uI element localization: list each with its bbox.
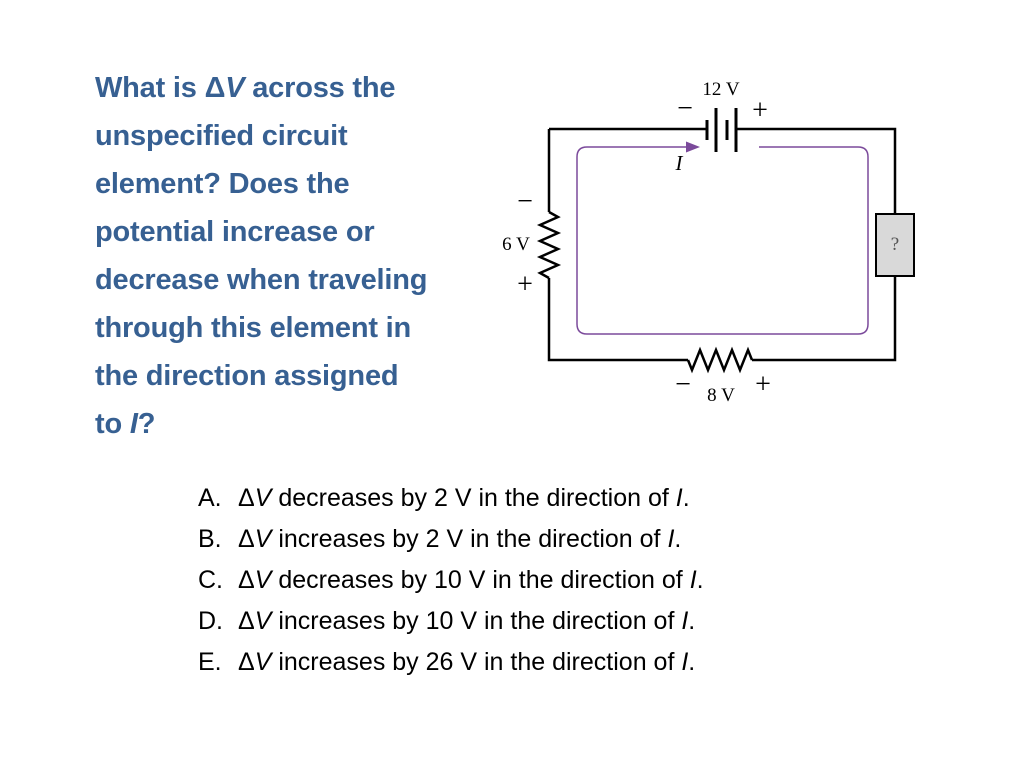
option-text: increases by 10 V in the direction of — [271, 607, 682, 635]
circuit-diagram: 12 V − + I − 6 V + ? − 8 V + — [502, 79, 915, 406]
bottom-plus-label: + — [755, 369, 771, 400]
delta-symbol: Δ — [238, 566, 255, 594]
left-minus-label: − — [517, 186, 533, 217]
v-symbol: V — [254, 484, 272, 512]
option-letter: D. — [198, 607, 223, 635]
option-e[interactable]: E. ΔV increases by 26 V in the direction … — [198, 642, 704, 683]
i-symbol: I — [667, 525, 675, 553]
v-symbol: V — [254, 566, 272, 594]
option-c[interactable]: C. ΔV decreases by 10 V in the direction … — [198, 560, 704, 601]
v-symbol: V — [225, 72, 245, 104]
battery-plus-label: + — [752, 95, 768, 126]
option-end: . — [682, 484, 690, 512]
question-line: unspecified circuit — [95, 120, 348, 152]
option-end: . — [688, 648, 696, 676]
i-symbol: I — [681, 607, 689, 635]
option-letter: A. — [198, 484, 222, 512]
question-fragment: to — [95, 408, 130, 440]
left-plus-label: + — [517, 269, 533, 300]
i-symbol: I — [129, 408, 138, 440]
option-letter: B. — [198, 525, 222, 553]
v-symbol: V — [254, 648, 272, 676]
bottom-resistor — [686, 346, 754, 374]
wire-top-right — [736, 127, 897, 214]
delta-symbol: Δ — [204, 72, 226, 104]
question-fragment: What is — [95, 72, 205, 104]
question-fragment: ? — [137, 408, 156, 440]
current-arrow-icon — [686, 141, 700, 153]
question-line: to I? — [95, 400, 505, 448]
i-symbol: I — [675, 484, 683, 512]
battery-minus-label: − — [677, 93, 693, 124]
v-symbol: V — [254, 525, 272, 553]
question-fragment: across the — [244, 72, 396, 104]
bottom-resistor-label: 8 V — [707, 385, 735, 406]
unknown-element — [875, 213, 915, 277]
option-end: . — [674, 525, 682, 553]
option-text: decreases by 10 V in the direction of — [271, 566, 690, 594]
option-text: increases by 26 V in the direction of — [271, 648, 682, 676]
wire-bottom-left — [547, 278, 688, 362]
wire-bottom-right — [752, 276, 897, 362]
question-line: the direction assigned — [95, 360, 399, 392]
question-line: element? Does the — [95, 168, 350, 200]
option-end: . — [696, 566, 704, 594]
left-resistor — [536, 210, 562, 280]
unknown-label: ? — [891, 234, 899, 255]
question-line: potential increase or — [95, 216, 375, 248]
option-letter: E. — [198, 648, 222, 676]
delta-symbol: Δ — [238, 525, 255, 553]
answer-options: A.ΔV decreases by 2 V in the direction o… — [198, 478, 704, 683]
question-line: through this element in — [95, 312, 412, 344]
current-label: I — [675, 151, 684, 175]
v-symbol: V — [254, 607, 272, 635]
option-a[interactable]: A. ΔV decreases by 2 V in the direction o… — [198, 478, 704, 519]
i-symbol: I — [689, 566, 697, 594]
current-path — [576, 146, 869, 335]
delta-symbol: Δ — [238, 607, 255, 635]
delta-symbol: Δ — [238, 484, 255, 512]
left-resistor-label: 6 V — [502, 234, 530, 255]
i-symbol: I — [681, 648, 689, 676]
battery-label: 12 V — [702, 79, 739, 100]
question-line: What is ΔV across the — [95, 64, 505, 112]
option-text: decreases by 2 V in the direction of — [271, 484, 676, 512]
delta-symbol: Δ — [238, 648, 255, 676]
question-line: decrease when traveling — [95, 264, 428, 296]
bottom-minus-label: − — [675, 369, 691, 400]
option-text: increases by 2 V in the direction of — [271, 525, 668, 553]
option-b[interactable]: B. ΔV increases by 2 V in the direction o… — [198, 519, 704, 560]
question-text: What is ΔV across the unspecified circui… — [95, 64, 505, 448]
option-letter: C. — [198, 566, 223, 594]
option-end: . — [688, 607, 696, 635]
option-d[interactable]: D. ΔV increases by 10 V in the direction … — [198, 601, 704, 642]
